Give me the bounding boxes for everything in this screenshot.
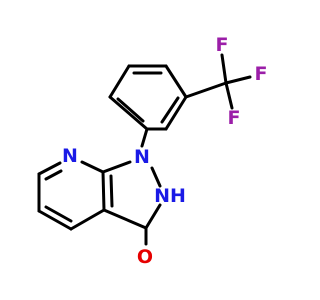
atom-f-bottom: F <box>228 107 241 129</box>
atom-n-pyridine: N <box>62 145 78 167</box>
bond-c5-c4-inner <box>44 205 73 223</box>
bond-nh-c3 <box>144 203 162 230</box>
atom-f-right: F <box>255 63 268 85</box>
bond-ph-2 <box>164 64 188 99</box>
bond-ph-3 <box>164 95 188 131</box>
bond-c-cf3 <box>184 81 228 99</box>
bond-c3a-c7a <box>101 170 106 212</box>
trifluoromethyl-group <box>184 53 252 110</box>
atom-f-top: F <box>216 34 229 56</box>
pyrazolone-ring <box>101 160 162 246</box>
bond-npy-c6 <box>37 161 62 176</box>
bond-ph-5 <box>108 95 149 131</box>
bond-ph-6 <box>108 64 131 99</box>
molecule-canvas: N N NH O F F F <box>37 34 268 268</box>
atom-o: O <box>137 246 153 268</box>
bond-cf3-f-right <box>224 75 252 85</box>
bond-phenyl-n1 <box>140 127 149 148</box>
bond-cf3-f-bottom <box>224 81 234 110</box>
bond-c7a-npy <box>80 160 105 174</box>
pyridine-ring <box>37 160 106 231</box>
atom-n1: N <box>134 146 150 168</box>
bond-c5-c4 <box>37 209 73 231</box>
bond-c4-c3a <box>69 208 106 231</box>
bond-n1-nh <box>150 166 162 188</box>
atom-nh: NH <box>154 185 186 207</box>
structure-diagram: N N NH O F F F <box>37 34 268 268</box>
bond-cf3-f-top <box>220 53 228 85</box>
bond-npy-c6-inner <box>44 169 63 181</box>
bond-ph-5-inner <box>116 97 145 123</box>
phenyl-ring <box>108 64 188 131</box>
bond-c3-c3a <box>102 208 148 230</box>
bond-c3a-c7a-inner <box>109 174 114 208</box>
bond-n1-c7a <box>101 160 132 174</box>
bond-ph-3-inner <box>160 96 180 124</box>
